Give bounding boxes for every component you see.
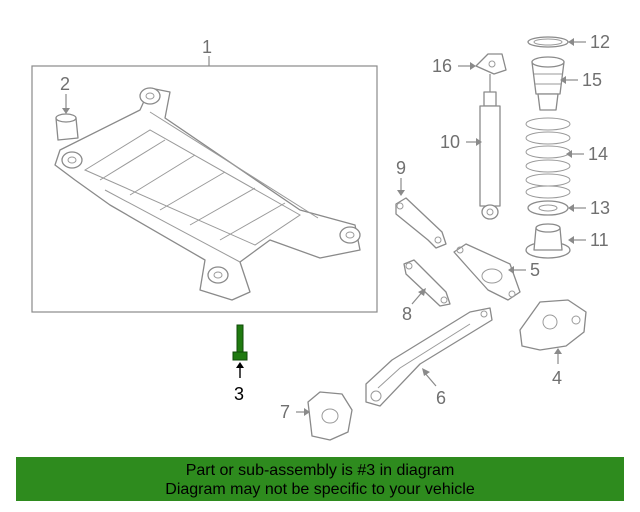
knuckle-part-4[interactable] [519,299,587,351]
bracket-part-7[interactable] [307,391,353,441]
callout-7[interactable]: 7 [280,402,290,422]
bolt-part-3[interactable] [232,324,248,361]
parts-diagram: 1 2 3 16 [31,32,610,441]
banner-line-2: Diagram may not be specific to your vehi… [165,481,475,498]
callout-14[interactable]: 14 [588,144,608,164]
coil-spring-part-14[interactable] [525,117,571,199]
callout-2[interactable]: 2 [60,74,70,94]
trailing-arm-part-6[interactable] [365,307,493,407]
bushing-part-2[interactable] [55,113,79,141]
callout-4[interactable]: 4 [552,368,562,388]
callout-1[interactable]: 1 [202,37,212,57]
upper-mount-part-16[interactable] [475,53,507,75]
rear-subframe-illustration[interactable] [54,87,361,301]
callout-8[interactable]: 8 [402,304,412,324]
callout-12[interactable]: 12 [590,32,610,52]
spring-seat-part-13[interactable] [527,200,569,216]
subframe-assembly-box [31,65,378,313]
shock-absorber-part-10[interactable] [479,74,501,220]
upper-link-part-9[interactable] [395,197,447,249]
bump-stop-part-15[interactable] [531,56,565,111]
insulator-part-12[interactable] [527,36,569,48]
callout-5[interactable]: 5 [530,260,540,280]
callout-9[interactable]: 9 [396,158,406,178]
lower-arm-part-5[interactable] [453,243,521,301]
callout-15[interactable]: 15 [582,70,602,90]
callout-10[interactable]: 10 [440,132,460,152]
callout-11[interactable]: 11 [590,230,609,250]
banner-line-1: Part or sub-assembly is #3 in diagram [185,462,455,479]
callout-3[interactable]: 3 [234,384,244,404]
callout-16[interactable]: 16 [432,56,452,76]
info-banner: Part or sub-assembly is #3 in diagram Di… [16,457,624,501]
callout-6[interactable]: 6 [436,388,446,408]
lateral-link-part-8[interactable] [403,259,451,307]
callout-13[interactable]: 13 [590,198,610,218]
lower-seat-part-11[interactable] [525,223,571,259]
